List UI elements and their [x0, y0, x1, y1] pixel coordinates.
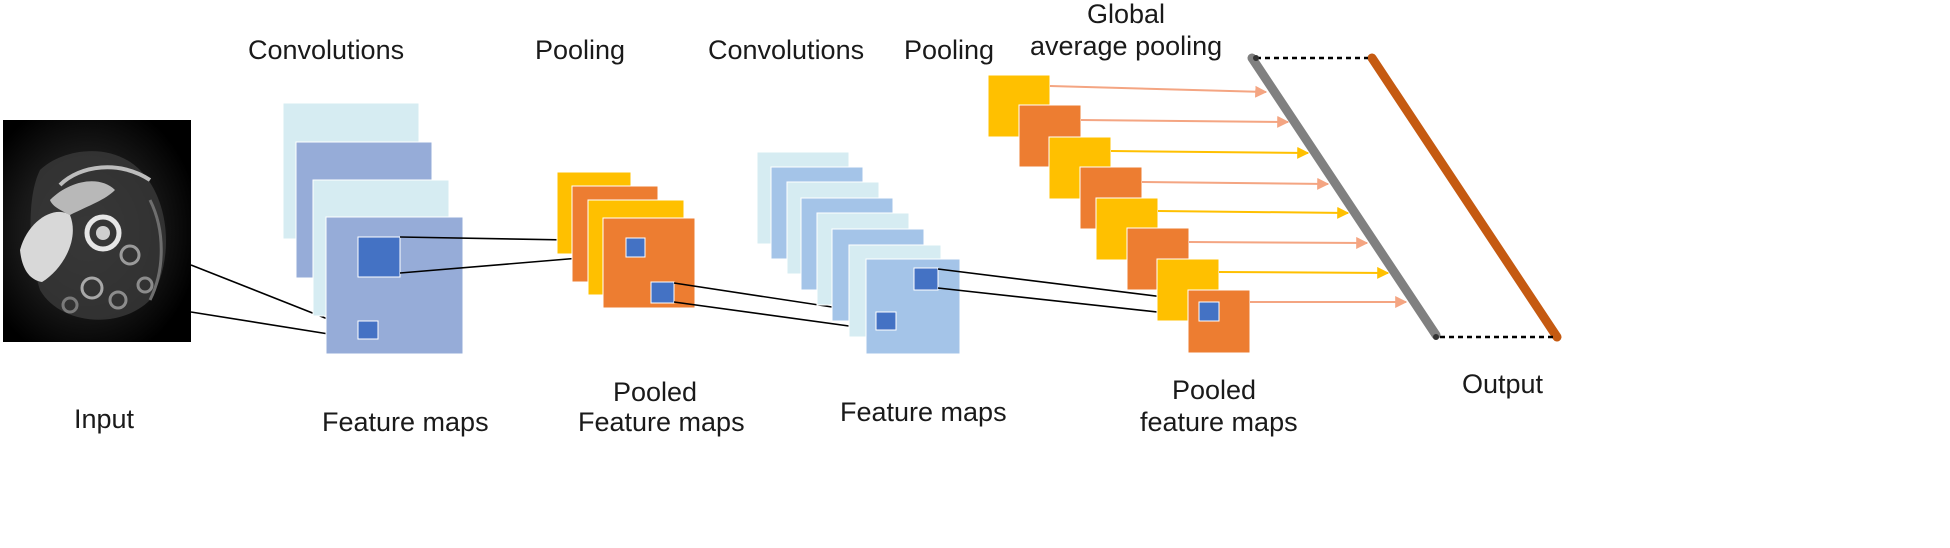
label-pooling-1: Pooling — [535, 35, 625, 65]
feature-maps-stack-1 — [282, 102, 464, 355]
label-pooled-2-line1: Pooled — [1172, 375, 1256, 405]
label-feature-maps-2: Feature maps — [840, 397, 1007, 427]
feature-map-2-upper-marker — [913, 267, 939, 291]
output-vector-bar — [1367, 53, 1562, 342]
pooled-1-upper-marker — [625, 237, 646, 258]
label-input: Input — [74, 404, 135, 434]
feature-map-1-small-marker — [357, 320, 379, 340]
label-feature-maps-1: Feature maps — [322, 407, 489, 437]
input-image — [3, 120, 191, 342]
label-pooling-2: Pooling — [904, 35, 994, 65]
feature-map-2-lower-marker — [875, 311, 897, 331]
pooled1-connector-bottom — [673, 301, 879, 331]
pooled-2-marker — [1198, 301, 1220, 322]
label-pooled-2-line2: feature maps — [1140, 407, 1298, 437]
label-convolutions-2: Convolutions — [708, 35, 864, 65]
feature-maps-stack-2 — [756, 151, 961, 355]
label-output: Output — [1462, 369, 1544, 399]
pooled-maps-stack-2 — [987, 74, 1251, 354]
gap-arrows — [1049, 85, 1408, 308]
gap-vector-bar — [1247, 53, 1441, 340]
label-pooled-1-line1: Pooled — [613, 377, 697, 407]
label-gap-line2: average pooling — [1030, 31, 1222, 61]
pooled-1-lower-marker — [650, 281, 675, 304]
label-convolutions-1: Convolutions — [248, 35, 404, 65]
label-gap-line1: Global — [1087, 0, 1165, 29]
feature-map-1-large-marker — [357, 236, 401, 278]
pooled-maps-stack-1 — [556, 171, 696, 309]
label-pooled-1-line2: Feature maps — [578, 407, 745, 437]
